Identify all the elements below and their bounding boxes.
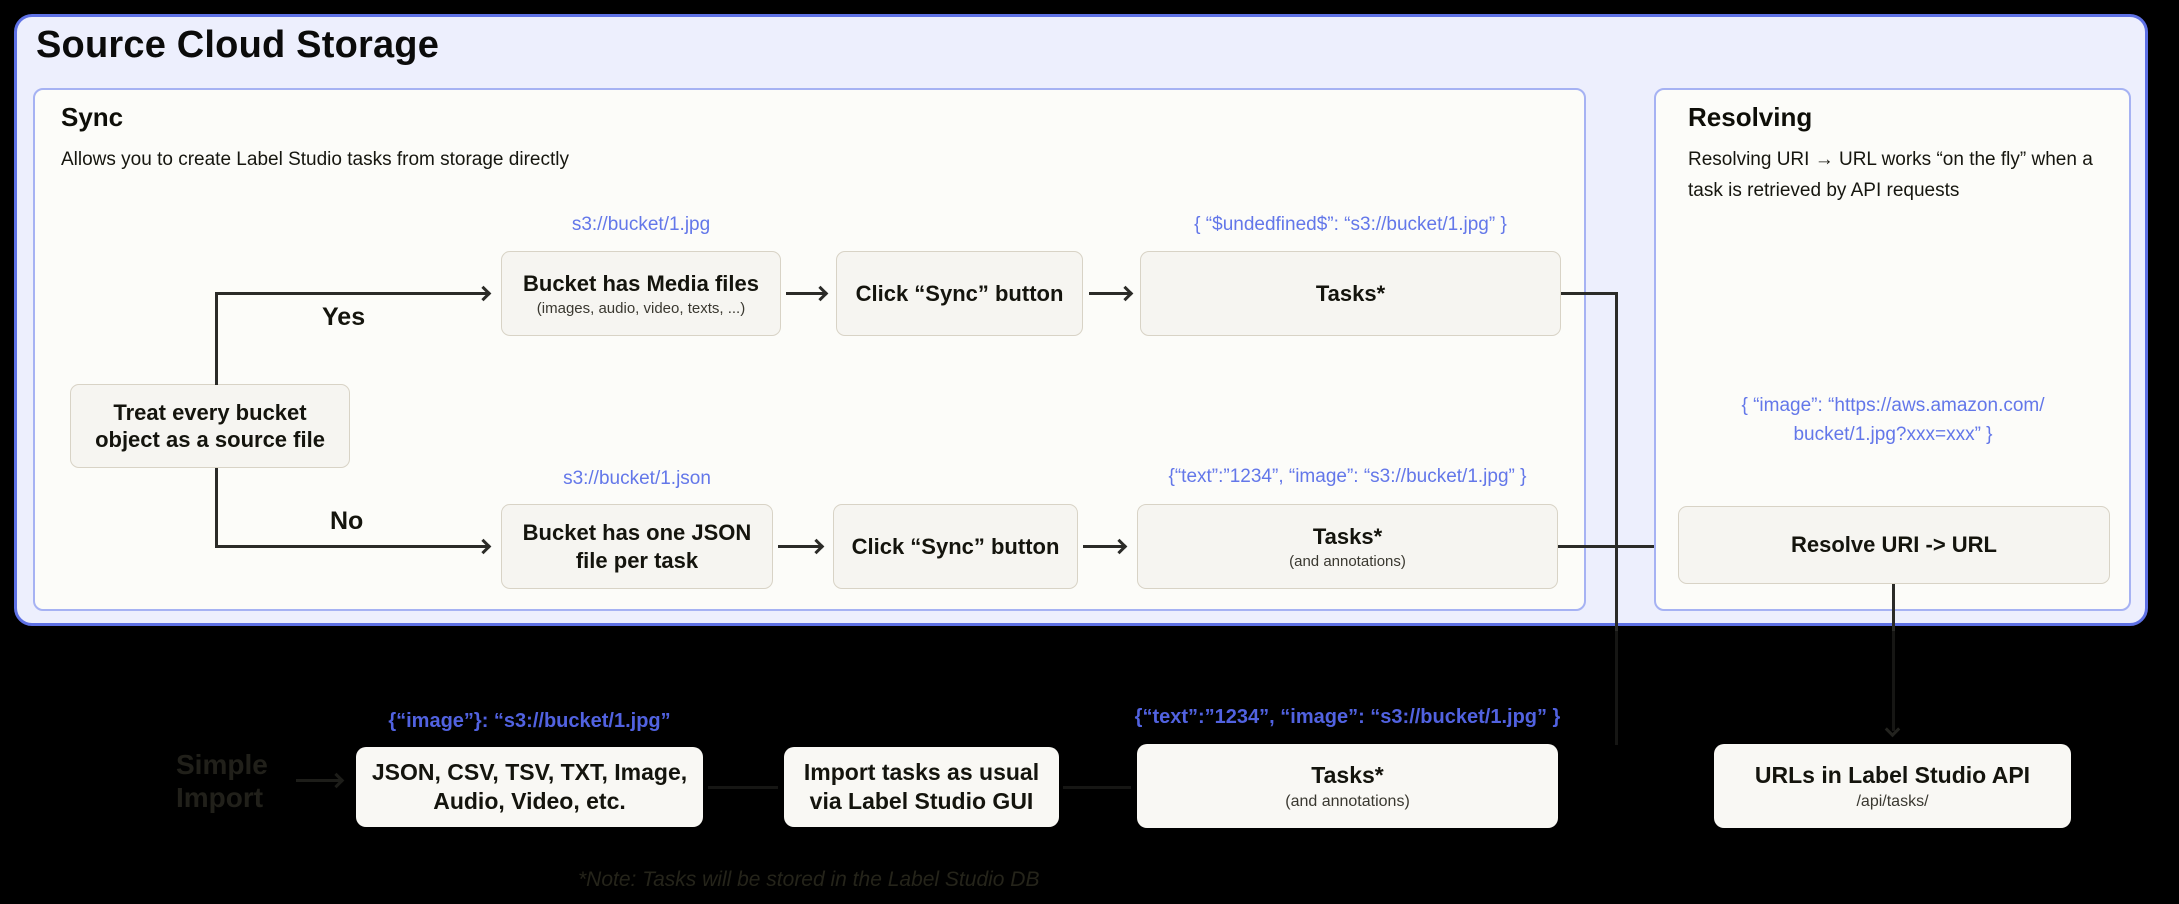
node-label: Click “Sync” button [851,533,1060,559]
node-tasks-top: Tasks* [1140,251,1561,336]
edge-simple-import [296,779,342,782]
node-label: Tasks* [1312,523,1383,549]
node-label: Bucket has one JSON file per task [522,520,752,573]
node-label: Treat every bucket object as a source fi… [95,399,325,453]
node-label: Bucket has Media files [523,270,759,296]
edge-resolve-down [1892,584,1895,631]
sync-heading: Sync [61,102,124,132]
edge-resolve-continuation [1892,631,1895,731]
edge-media-sync [786,292,826,295]
node-label: Click “Sync” button [855,280,1064,306]
yes-edge-label: Yes [322,303,366,331]
node-sublabel: /api/tasks/ [1856,792,1929,810]
uri-label-media: s3://bucket/1.jpg [571,214,711,235]
edge-import-tasks [1063,786,1131,789]
node-label: Tasks* [1315,280,1386,306]
resolved-json-label: { “image”: “https://aws.amazon.com/ buck… [1672,392,2114,449]
node-tasks-bottom: Tasks* (and annotations) [1137,504,1558,589]
edge-json-sync [778,545,822,548]
edge-tasks-elbow-continuation [1615,631,1618,745]
tasks-json-label-top: { “$undedfined$”: “s3://bucket/1.jpg” } [1194,214,1507,235]
node-label: JSON, CSV, TSV, TXT, Image, Audio, Video… [371,759,688,814]
node-label: URLs in Label Studio API [1754,762,2031,789]
edge-formats-import [708,786,778,789]
node-label: Tasks* [1311,762,1384,789]
page-title: Source Cloud Storage [36,24,440,66]
formats-json-label: {“image”}: “s3://bucket/1.jpg” [388,710,671,732]
node-click-sync-top: Click “Sync” button [836,251,1083,336]
node-file-formats: JSON, CSV, TSV, TXT, Image, Audio, Video… [356,747,703,827]
arrow-right-icon [328,772,345,789]
edge-sync-tasks-bottom [1083,545,1125,548]
edge-yes-vertical [215,292,218,385]
edge-tasks-elbow-horizontal [1561,292,1618,295]
node-bucket-json-file: Bucket has one JSON file per task [501,504,773,589]
node-label: Import tasks as usual via Label Studio G… [803,759,1040,814]
edge-sync-tasks-top [1089,292,1131,295]
resolving-description: Resolving URI → URL works “on the fly” w… [1688,149,2093,201]
node-sublabel: (images, audio, video, texts, ...) [536,300,746,318]
node-sublabel: (and annotations) [1289,553,1406,571]
node-tasks-black-area: Tasks* (and annotations) [1137,744,1558,828]
node-treat-every-bucket: Treat every bucket object as a source fi… [70,384,350,468]
edge-no-horizontal [215,545,489,548]
resolved-json-line2: bucket/1.jpg?xxx=xxx” } [1793,423,1993,445]
sync-description: Allows you to create Label Studio tasks … [61,149,569,170]
node-click-sync-bottom: Click “Sync” button [833,504,1078,589]
node-urls-label-studio-api: URLs in Label Studio API /api/tasks/ [1714,744,2071,828]
footnote: *Note: Tasks will be stored in the Label… [578,868,1040,891]
node-label: Resolve URI -> URL [1791,532,1997,558]
edge-tasks-elbow-vertical [1615,292,1618,631]
resolved-json-line1: { “image”: “https://aws.amazon.com/ [1741,395,2045,416]
edge-yes-horizontal [215,292,489,295]
simple-import-line1: Simple [176,749,268,780]
no-edge-label: No [330,507,364,535]
uri-label-json: s3://bucket/1.json [563,468,711,489]
node-sublabel: (and annotations) [1285,792,1410,810]
bottom-tasks-json-label: {“text”:”1234”, “image”: “s3://bucket/1.… [1134,706,1561,728]
arrow-down-icon [1884,721,1901,738]
tasks-json-label-bottom: {“text”:”1234”, “image”: “s3://bucket/1.… [1168,466,1527,487]
node-import-tasks-gui: Import tasks as usual via Label Studio G… [784,747,1059,827]
resolving-heading: Resolving [1688,102,1813,132]
node-resolve-uri-url: Resolve URI -> URL [1678,506,2110,584]
edge-no-vertical [215,468,218,548]
simple-import-line2: Import [176,782,264,814]
node-bucket-media-files: Bucket has Media files (images, audio, v… [501,251,781,336]
edge-tasks-resolve [1558,545,1668,548]
simple-import-label: Simple Import [176,748,268,814]
